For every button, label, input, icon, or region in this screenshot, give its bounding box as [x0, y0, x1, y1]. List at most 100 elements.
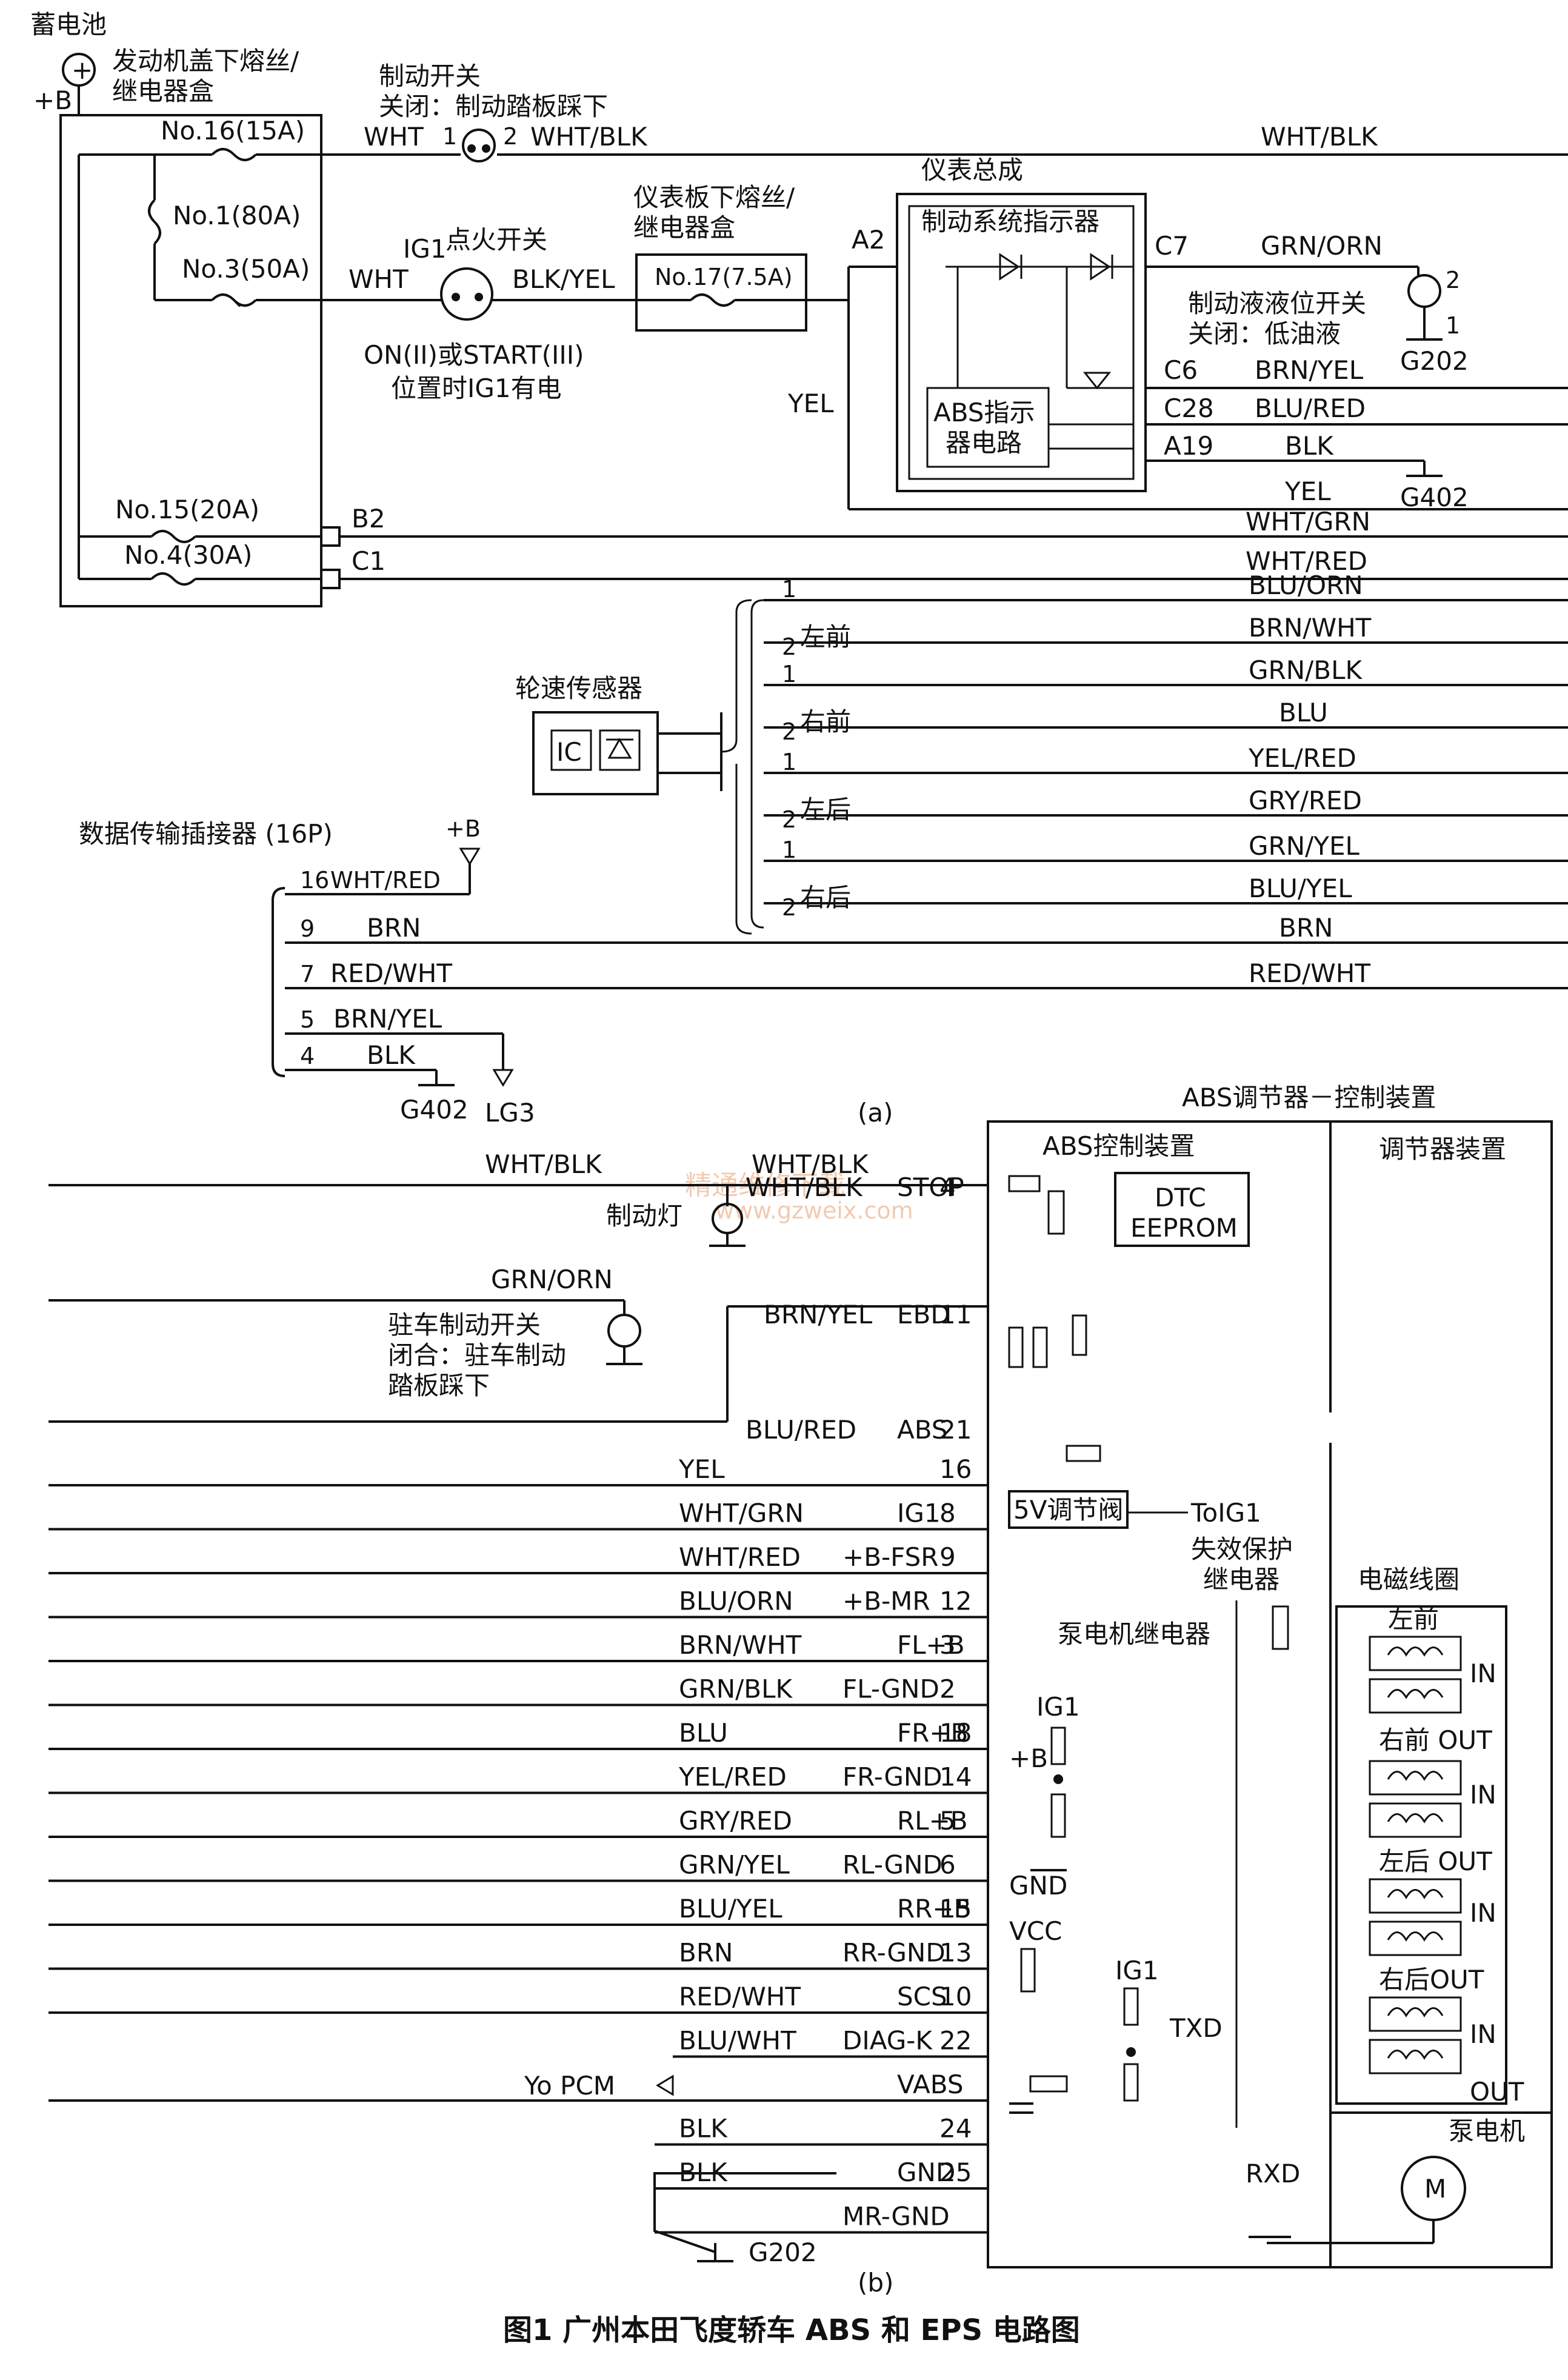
connector-pin: 24 [939, 2114, 972, 2144]
ig-switch-title: 点火开关 [445, 225, 547, 255]
brake-switch-title: 制动开关 [379, 61, 481, 91]
svg-text:闭合：驻车制动: 闭合：驻车制动 [388, 1340, 566, 1370]
svg-text:G402: G402 [400, 1095, 469, 1125]
to-ig1-label: ToIG1 [1190, 1498, 1261, 1528]
failsafe-relay-2: 继电器 [1203, 1565, 1279, 1594]
connector-signal: GND [897, 2158, 955, 2187]
connector-pin: 6 [939, 1850, 956, 1880]
svg-text:M: M [1424, 2174, 1446, 2204]
svg-text:2: 2 [782, 633, 796, 660]
ig-note-2: 位置时IG1有电 [391, 373, 562, 403]
pump-motor-label: 泵电机 [1449, 2116, 1525, 2146]
cluster-title: 仪表总成 [921, 155, 1023, 185]
solenoid-coil [1369, 1760, 1462, 1796]
svg-text:BLU/ORN: BLU/ORN [1249, 570, 1363, 600]
svg-text:BLK: BLK [1285, 431, 1334, 461]
dash-fuse-title-1: 仪表板下熔丝/ [633, 182, 795, 212]
svg-text:GRN/ORN: GRN/ORN [491, 1265, 613, 1294]
svg-text:G202: G202 [749, 2238, 817, 2267]
coil-winding [1387, 2050, 1444, 2060]
diode-2 [1090, 253, 1111, 281]
svg-text:4: 4 [300, 1043, 315, 1069]
svg-text:IG1: IG1 [1036, 1692, 1080, 1722]
stop-lamp-label: 制动灯 [606, 1201, 682, 1231]
diode-1 [999, 253, 1020, 281]
solenoid-coils [1369, 1636, 1462, 2074]
connector-wire-label: BRN/WHT [679, 1630, 802, 1660]
fuse-16-symbol [211, 148, 257, 161]
coil-winding [1387, 1813, 1444, 1823]
wheel-sensor-block [532, 711, 659, 795]
connector-pin: 10 [939, 1982, 972, 2011]
svg-text:WHT/BLK: WHT/BLK [752, 1149, 869, 1179]
connector-pin: 21 [939, 1415, 972, 1445]
fluid-switch-title: 制动液液位开关 [1188, 289, 1366, 318]
solenoid-coil [1369, 1920, 1462, 1956]
svg-text:GND: GND [1009, 1871, 1067, 1900]
svg-text:GRY/RED: GRY/RED [1249, 786, 1362, 815]
svg-text:G402: G402 [1400, 483, 1469, 512]
svg-text:BRN: BRN [1279, 913, 1333, 943]
svg-text:GRN/ORN: GRN/ORN [1261, 231, 1383, 261]
solenoid-coil [1369, 1996, 1462, 2032]
solenoid-coil [1369, 1678, 1462, 1714]
svg-text:IN: IN [1470, 1659, 1496, 1688]
fuse-3-symbol [211, 293, 257, 307]
fuse-3-label: No.3(50A) [182, 254, 310, 284]
connector-wire-label: GRN/YEL [679, 1850, 790, 1880]
txd-label: TXD [1169, 2013, 1223, 2043]
connector-signal: FL+B [897, 1630, 965, 1660]
connector-pin: 9 [939, 1542, 956, 1572]
fuse-15-label: No.15(20A) [115, 495, 259, 524]
svg-text:DTC: DTC [1155, 1183, 1206, 1212]
svg-text:LG3: LG3 [485, 1098, 535, 1128]
connector-signal: MR-GND [842, 2202, 950, 2231]
svg-text:1: 1 [782, 576, 796, 603]
svg-text:BRN: BRN [367, 913, 421, 943]
coil-winding [1387, 1689, 1444, 1699]
svg-text:RED/WHT: RED/WHT [1249, 958, 1370, 988]
svg-text:WHT/BLK: WHT/BLK [530, 122, 648, 152]
coil-winding [1387, 1931, 1444, 1942]
svg-text:BLK/YEL: BLK/YEL [512, 264, 615, 294]
svg-text:YEL/RED: YEL/RED [1248, 743, 1356, 773]
coil-winding [1387, 1889, 1444, 1899]
connector-pin: 14 [939, 1762, 972, 1792]
connector-wire-label: BLU/YEL [679, 1894, 782, 1924]
svg-text:IN: IN [1470, 1898, 1496, 1928]
connector-pin: 5 [939, 1806, 956, 1836]
abs-indicator-circuit [926, 387, 1050, 468]
connector-wire-label: YEL [678, 1454, 725, 1484]
wheel-fl: 左前 [800, 622, 851, 652]
svg-text:EEPROM: EEPROM [1130, 1213, 1238, 1243]
connector-pin: 15 [939, 1894, 972, 1924]
svg-text:BLK: BLK [367, 1040, 416, 1070]
connector-signal: FR+B [897, 1718, 968, 1748]
connector-wire-label: BRN/YEL [764, 1300, 873, 1329]
instrument-cluster [896, 193, 1147, 492]
svg-text:7: 7 [300, 961, 315, 988]
connector-row: VABS [48, 2070, 988, 2102]
svg-text:右后OUT: 右后OUT [1379, 1965, 1484, 1994]
solenoid-coil [1369, 1636, 1462, 1671]
svg-text:WHT/BLK: WHT/BLK [485, 1149, 602, 1179]
svg-text:OUT: OUT [1470, 2077, 1524, 2107]
connector-wire-label: RED/WHT [679, 1982, 801, 2011]
solenoid-coil [1369, 1802, 1462, 1838]
fuse-1-symbol [148, 199, 161, 245]
connector-wire-label: BLU/RED [746, 1415, 856, 1445]
svg-text:B2: B2 [352, 504, 385, 533]
connector-signal: RR+B [897, 1894, 971, 1924]
connector-signal: VABS [897, 2070, 964, 2099]
brake-indicator-label: 制动系统指示器 [921, 207, 1099, 236]
connector-signal: ABS [897, 1415, 947, 1445]
dash-fuse-box [635, 253, 807, 332]
svg-text:WHT/BLK: WHT/BLK [1261, 122, 1378, 152]
solenoid-coil-block [1335, 1605, 1507, 2105]
svg-text:IG1: IG1 [1115, 1956, 1159, 1985]
